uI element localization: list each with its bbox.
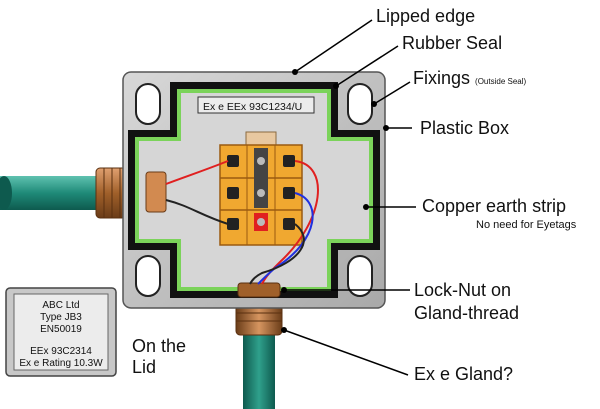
leader-lines — [281, 19, 416, 376]
label-lock-nut-2: Gland-thread — [414, 303, 520, 323]
lid-plate-line5: Ex e Rating 10.3W — [19, 358, 103, 369]
bottom-gland — [235, 304, 283, 336]
lid-plate-line3: EN50019 — [40, 324, 82, 335]
terminal-block — [219, 131, 303, 246]
label-plastic-box: Plastic Box — [420, 118, 510, 138]
box-cert-label-bg — [197, 96, 315, 114]
left-cable — [0, 176, 100, 210]
label-fixings-text: Fixings — [413, 68, 471, 88]
lid-plate-line4: EEx 93C2314 — [30, 346, 92, 357]
label-lock-nut-1: Lock-Nut on — [414, 280, 512, 300]
label-copper-earth-strip: Copper earth strip — [422, 196, 567, 216]
fixing-holes — [135, 83, 373, 297]
label-fixings: Fixings (Outside Seal) — [413, 68, 526, 89]
label-on-the-lid-2: Lid — [132, 357, 157, 377]
label-on-the-lid-1: On the — [132, 336, 187, 356]
lid-plate-text: ABC Ltd Type JB3 EN50019 EEx 93C2314 Ex … — [6, 294, 116, 370]
left-gland — [95, 167, 127, 219]
wires — [165, 160, 319, 285]
label-lipped-edge: Lipped edge — [376, 6, 476, 26]
label-ex-gland: Ex e Gland? — [414, 364, 514, 384]
lid-plate-line1: ABC Ltd — [42, 300, 80, 311]
bottom-cable — [243, 330, 275, 409]
lid-plate-inner — [13, 293, 109, 371]
label-copper-note: No need for Eyetags — [476, 219, 577, 231]
lid-plate-line2: Type JB3 — [40, 312, 82, 323]
label-rubber-seal: Rubber Seal — [402, 33, 503, 53]
label-fixings-note: (Outside Seal) — [475, 77, 527, 86]
box-cert-label: Ex e EEx 93C1234/U — [203, 101, 303, 113]
left-entry — [145, 171, 167, 213]
lock-nut — [237, 282, 281, 298]
